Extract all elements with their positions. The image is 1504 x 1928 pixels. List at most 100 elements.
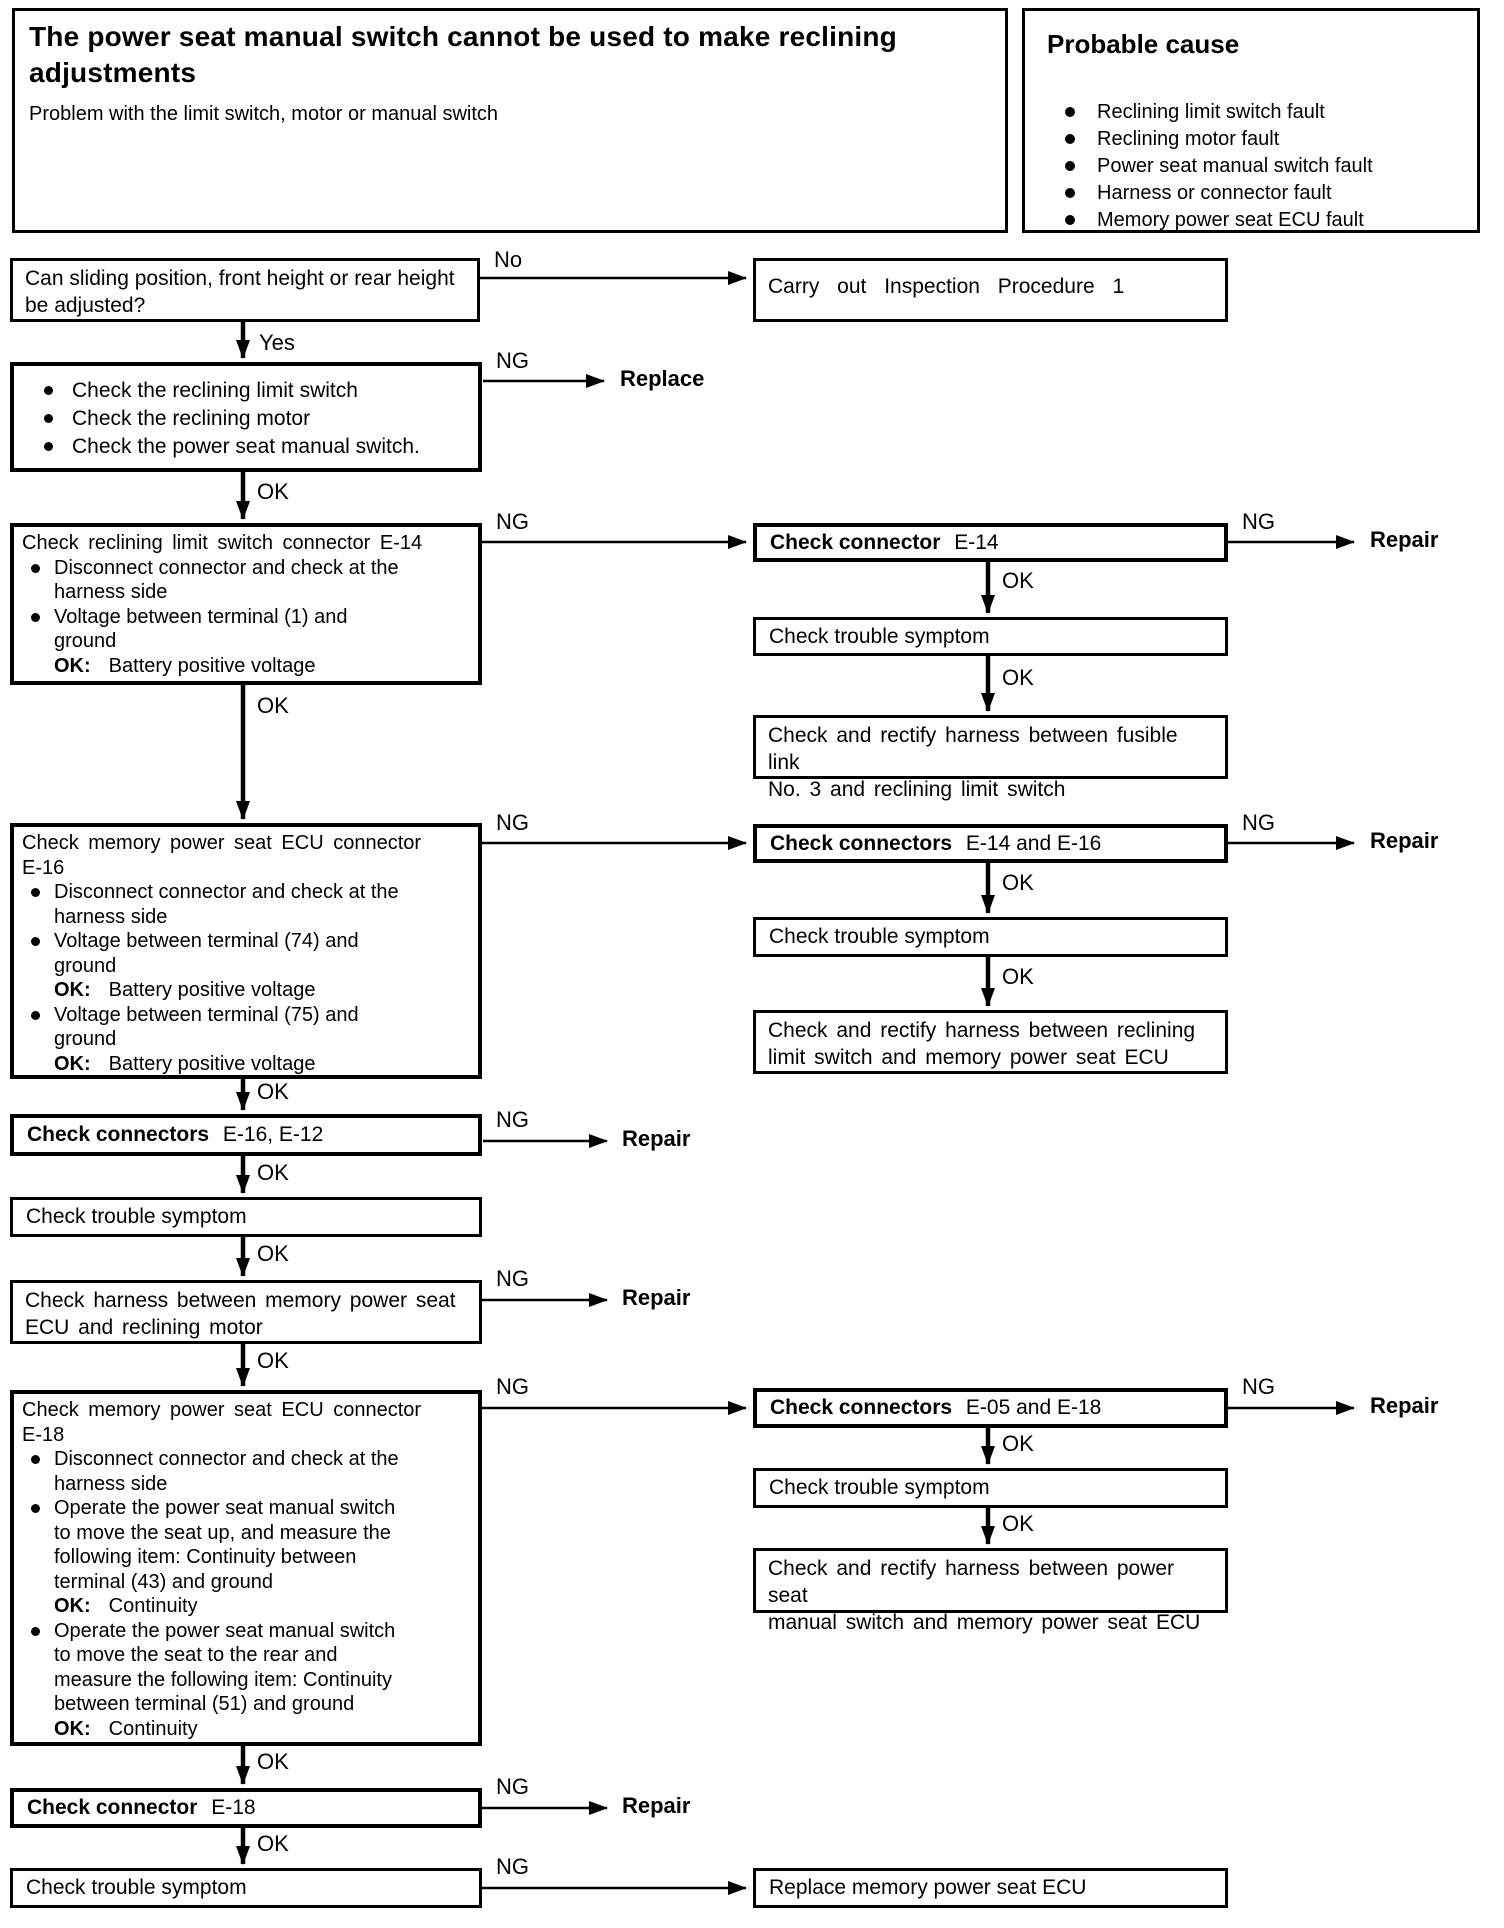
bullet-icon [1065,161,1075,171]
ok-label: OK: [54,654,91,677]
node-title: Check memory power seat ECU connector E-… [22,1399,422,1446]
branch-label-ng: NG [1242,509,1275,534]
bullet-icon [31,937,40,946]
list-item: Check the reclining limit switch [24,377,468,405]
node-title: Check memory power seat ECU connector E-… [22,832,422,879]
branch-label-ng: NG [496,1374,529,1399]
flow-node-check-connectors-e16-e12: Check connectors E-16, E-12 [10,1114,482,1156]
problem-description: Problem with the limit switch, motor or … [29,103,499,125]
flow-node-rectify-limit-switch-ecu: Check and rectify harness between reclin… [753,1010,1228,1074]
branch-label-ng: NG [496,1774,529,1799]
ok-label: OK: [54,1595,91,1617]
flow-node-check-connector-e14-right: Check connector E-14 [753,523,1228,562]
ok-spec-line: OK:Continuity [54,1717,198,1740]
branch-label-ng: NG [496,509,529,534]
flow-node-inspection-procedure-1: Carry out Inspection Procedure 1 [753,258,1228,322]
bullet-icon [1065,107,1075,117]
ok-label: OK: [54,1717,91,1740]
bullet-icon [1065,215,1075,225]
flow-node-check-connector-e18: Check connector E-18 [10,1788,482,1828]
list-item: Memory power seat ECU fault [1047,207,1467,234]
flow-node-check-connectors-e05-e18: Check connectors E-05 and E-18 [753,1388,1228,1428]
list-item: Operate the power seat manual switch to … [22,1496,470,1594]
bullet-icon [31,612,40,622]
flow-node-check-ecu-connector-e16: Check memory power seat ECU connector E-… [10,823,482,1079]
branch-label-ng: NG [496,1107,529,1132]
action-label-repair: Repair [1370,828,1439,853]
bullet-icon [44,386,53,395]
branch-label-ok: OK [257,693,289,718]
probable-cause-box: Probable cause Reclining limit switch fa… [1022,8,1480,233]
list-item: Reclining limit switch fault [1047,99,1467,126]
branch-label-ok: OK [1002,1511,1034,1536]
branch-label-ok: OK [1002,665,1034,690]
bullet-icon [31,888,40,897]
branch-label-yes: Yes [259,330,295,355]
list-item: Harness or connector fault [1047,180,1467,207]
flow-node-rectify-manual-switch-ecu: Check and rectify harness between power … [753,1548,1228,1634]
ok-label: OK: [54,1052,91,1075]
flow-node-check-trouble-symptom: Check trouble symptom [10,1868,482,1908]
branch-label-ok: OK [1002,568,1034,593]
bullet-icon [31,563,40,573]
ok-spec-line: OK:Continuity [54,1595,198,1617]
branch-label-ng: NG [1242,810,1275,835]
branch-label-ok: OK [257,1079,289,1104]
action-label-repair: Repair [1370,527,1439,552]
bullet-icon [44,442,53,451]
branch-label-no: No [494,247,523,272]
branch-label-ng: NG [1242,1374,1275,1399]
list-item: Voltage between terminal (74) and ground [22,929,470,978]
flow-node-check-trouble-symptom: Check trouble symptom [753,1468,1228,1508]
flow-node-check-trouble-symptom: Check trouble symptom [753,917,1228,957]
branch-label-ok: OK [257,1831,289,1856]
flow-node-check-connectors-e14-e16: Check connectors E-14 and E-16 [753,824,1228,863]
list-item: Voltage between terminal (1) and ground [22,605,470,654]
bullet-icon [44,414,53,423]
bullet-icon [1065,134,1075,144]
flow-node-replace-ecu: Replace memory power seat ECU [753,1868,1228,1908]
list-item: Reclining motor fault [1047,126,1467,153]
branch-label-ok: OK [257,479,289,504]
probable-cause-list: Reclining limit switch fault Reclining m… [1047,99,1467,234]
branch-label-ok: OK [257,1749,289,1774]
bullet-icon [31,1626,40,1636]
ok-label: OK: [54,979,91,1001]
list-item: Disconnect connector and check at the ha… [22,880,470,929]
action-label-repair: Repair [622,1285,691,1310]
bullet-icon [31,1010,40,1020]
list-item: Voltage between terminal (75) and ground [22,1003,470,1052]
probable-cause-title: Probable cause [1047,29,1240,59]
branch-label-ok: OK [257,1160,289,1185]
branch-label-ok: OK [1002,870,1034,895]
branch-label-ok: OK [1002,964,1034,989]
bullet-icon [1065,188,1075,198]
list-item: Operate the power seat manual switch to … [22,1619,470,1717]
ok-spec-line: OK:Battery positive voltage [54,654,316,677]
list-item: Disconnect connector and check at the ha… [22,1447,470,1496]
list-item: Disconnect connector and check at the ha… [22,556,470,605]
branch-label-ng: NG [496,348,529,373]
node-title: Check reclining limit switch connector E… [22,532,423,554]
branch-label-ng: NG [496,1266,529,1291]
page-title: The power seat manual switch cannot be u… [29,21,897,88]
branch-label-ng: NG [496,810,529,835]
action-label-repair: Repair [622,1126,691,1151]
list-item: Check the reclining motor [24,405,468,433]
branch-label-ok: OK [257,1348,289,1373]
flow-node-check-trouble-symptom: Check trouble symptom [753,617,1228,656]
list-item: Power seat manual switch fault [1047,153,1467,180]
action-label-repair: Repair [1370,1393,1439,1418]
ok-spec-line: OK:Battery positive voltage [54,979,316,1001]
flow-node-check-trouble-symptom: Check trouble symptom [10,1197,482,1237]
flow-node-question-sliding: Can sliding position, front height or re… [10,258,480,322]
action-label-replace: Replace [620,366,705,391]
flow-node-check-harness-ecu-motor: Check harness between memory power seat … [10,1280,482,1344]
flow-node-check-ecu-connector-e18: Check memory power seat ECU connector E-… [10,1390,482,1746]
branch-label-ok: OK [257,1241,289,1266]
action-label-repair: Repair [622,1793,691,1818]
flow-node-check-components: Check the reclining limit switch Check t… [10,362,482,472]
flow-node-check-connector-e14: Check reclining limit switch connector E… [10,523,482,685]
